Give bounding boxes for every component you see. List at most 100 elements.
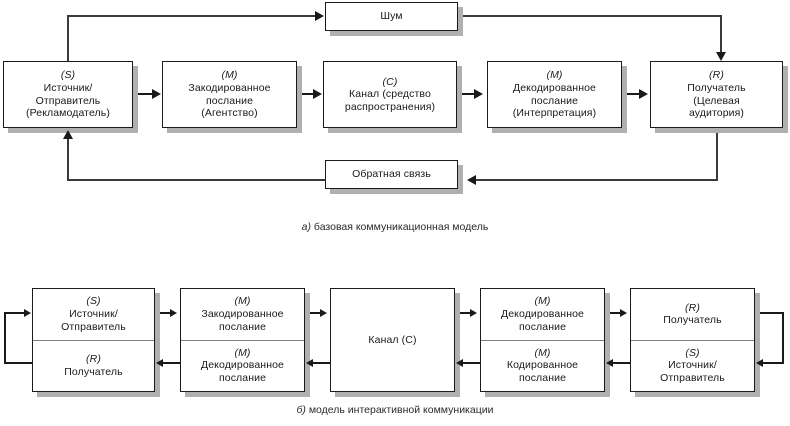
noise-out-arrowhead	[716, 52, 726, 61]
node-b-2-top-tag: (M)	[234, 295, 251, 308]
node-a-4-line-1: Декодированное	[513, 81, 596, 94]
noise-out-hline	[458, 15, 722, 17]
caption-model-a-text: базовая коммуникационная модель	[311, 221, 489, 233]
node-b-3-top-tag: (M)	[534, 295, 551, 308]
link-b-5-4-return	[612, 362, 630, 364]
link-a-2-3	[298, 93, 316, 95]
link-b-4-5-forward-arrowhead	[620, 309, 627, 317]
node-b-3-bottom-tag: (M)	[534, 346, 551, 359]
link-b-2-3-forward	[306, 312, 322, 314]
loop-left-arrowhead	[24, 309, 31, 317]
noise-out-vline	[720, 15, 722, 55]
feedback-in-vline	[716, 129, 718, 181]
link-b-3-4-forward-arrowhead	[470, 309, 477, 317]
node-b-1-top: (S) Источник/ Отправитель	[33, 289, 154, 341]
noise-in-vline	[67, 15, 69, 62]
node-b-4-bottom: (S) Источник/ Отправитель	[631, 341, 754, 392]
node-a-1: (S) Источник/ Отправитель (Рекламодатель…	[3, 61, 133, 128]
feedback-out-hline	[67, 179, 326, 181]
node-b-4-bottom-tag: (S)	[685, 346, 700, 359]
node-b-4-top-line-1: Получатель	[663, 314, 722, 327]
caption-model-b-text: модель интерактивной коммуникации	[305, 404, 494, 416]
node-b-1-top-tag: (S)	[86, 295, 101, 308]
caption-model-b: б) модель интерактивной коммуникации	[0, 404, 790, 416]
node-a-5: (R) Получатель (Целевая аудитория)	[650, 61, 783, 128]
node-b-1: (S) Источник/ Отправитель (R) Получатель	[32, 288, 155, 392]
feedback-out-arrowhead	[63, 130, 73, 139]
link-b-4-3-return	[462, 362, 480, 364]
link-b-3-4-forward	[456, 312, 472, 314]
loop-right-arrowhead	[756, 359, 763, 367]
node-b-2-bottom-line-2: послание	[218, 372, 267, 385]
node-b-2-bottom-tag: (M)	[234, 346, 251, 359]
node-a-1-line-2: Отправитель	[35, 94, 101, 107]
node-feedback: Обратная связь	[325, 160, 458, 189]
node-noise: Шум	[325, 2, 458, 31]
node-a-4-tag: (M)	[546, 69, 563, 82]
noise-in-hline	[67, 15, 316, 17]
node-a-1-tag: (S)	[60, 69, 76, 82]
caption-model-b-letter: б)	[296, 404, 306, 416]
node-b-3-bottom-line-1: Кодированное	[506, 359, 579, 372]
caption-model-a: а) базовая коммуникационная модель	[0, 221, 790, 233]
loop-left-vline	[4, 312, 6, 364]
node-b-3-bottom: (M) Кодированное послание	[481, 341, 604, 392]
feedback-in-arrowhead	[467, 175, 476, 185]
node-a-2-line-3: (Агентство)	[201, 107, 258, 120]
node-b-4-top: (R) Получатель	[631, 289, 754, 341]
node-a-3-tag: (C)	[382, 75, 398, 88]
loop-left-top-hline	[4, 312, 26, 314]
loop-left-bottom-hline	[4, 362, 34, 364]
node-b-1-bottom: (R) Получатель	[33, 341, 154, 392]
node-b-1-top-line-2: Отправитель	[61, 320, 126, 333]
node-b-3-top-line-2: послание	[518, 320, 567, 333]
node-b-1-bottom-tag: (R)	[86, 353, 101, 366]
node-a-3-line-2: распространения)	[344, 100, 436, 113]
link-b-2-1-return	[162, 362, 180, 364]
link-a-1-2-arrowhead	[152, 89, 161, 99]
node-b-2: (M) Закодированное послание (M) Декодиро…	[180, 288, 305, 392]
node-b-2-top-line-2: послание	[218, 320, 267, 333]
link-a-4-5-arrowhead	[639, 89, 648, 99]
link-a-3-4-arrowhead	[474, 89, 483, 99]
node-a-2-line-2: послание	[205, 94, 254, 107]
node-b-4-top-tag: (R)	[685, 301, 700, 314]
link-b-4-5-forward	[606, 312, 622, 314]
node-b-1-bottom-line-1: Получатель	[64, 365, 123, 378]
link-b-3-2-return-arrowhead	[306, 359, 313, 367]
node-a-4: (M) Декодированное послание (Интерпретац…	[487, 61, 622, 128]
node-b-3-bottom-line-2: послание	[518, 372, 567, 385]
node-feedback-label: Обратная связь	[352, 168, 431, 181]
link-b-1-2-forward-arrowhead	[170, 309, 177, 317]
link-b-4-3-return-arrowhead	[456, 359, 463, 367]
node-b-2-bottom-line-1: Декодированное	[201, 359, 284, 372]
node-b-3-top-line-1: Декодированное	[501, 307, 584, 320]
node-b-1-top-line-1: Источник/	[69, 307, 118, 320]
node-a-2: (M) Закодированное послание (Агентство)	[162, 61, 297, 128]
node-b-3-top: (M) Декодированное послание	[481, 289, 604, 341]
node-a-5-line-2: (Целевая	[693, 94, 740, 107]
link-b-5-4-return-arrowhead	[606, 359, 613, 367]
node-b-channel: Канал (C)	[330, 288, 455, 392]
link-b-1-2-forward	[156, 312, 172, 314]
node-a-1-line-3: (Рекламодатель)	[26, 107, 110, 120]
node-a-3-line-1: Канал (средство	[349, 88, 431, 101]
node-a-3: (C) Канал (средство распространения)	[323, 61, 457, 128]
node-b-4-bottom-line-1: Источник/	[668, 359, 717, 372]
node-a-1-line-1: Источник/	[43, 81, 93, 94]
caption-model-a-letter: а)	[301, 221, 311, 233]
node-a-2-line-1: Закодированное	[188, 81, 271, 94]
link-b-2-1-return-arrowhead	[156, 359, 163, 367]
node-b-4: (R) Получатель (S) Источник/ Отправитель	[630, 288, 755, 392]
feedback-out-vline	[67, 138, 69, 181]
node-a-5-line-1: Получатель	[687, 81, 746, 94]
node-noise-label: Шум	[380, 10, 403, 23]
node-b-2-top: (M) Закодированное послание	[181, 289, 304, 341]
link-a-1-2	[134, 93, 155, 95]
link-a-4-5	[623, 93, 641, 95]
loop-right-top-hline	[756, 312, 784, 314]
node-b-3: (M) Декодированное послание (M) Кодирова…	[480, 288, 605, 392]
node-b-channel-label: Канал (C)	[368, 333, 417, 346]
node-a-5-tag: (R)	[709, 69, 724, 82]
node-a-4-line-3: (Интерпретация)	[512, 107, 597, 120]
